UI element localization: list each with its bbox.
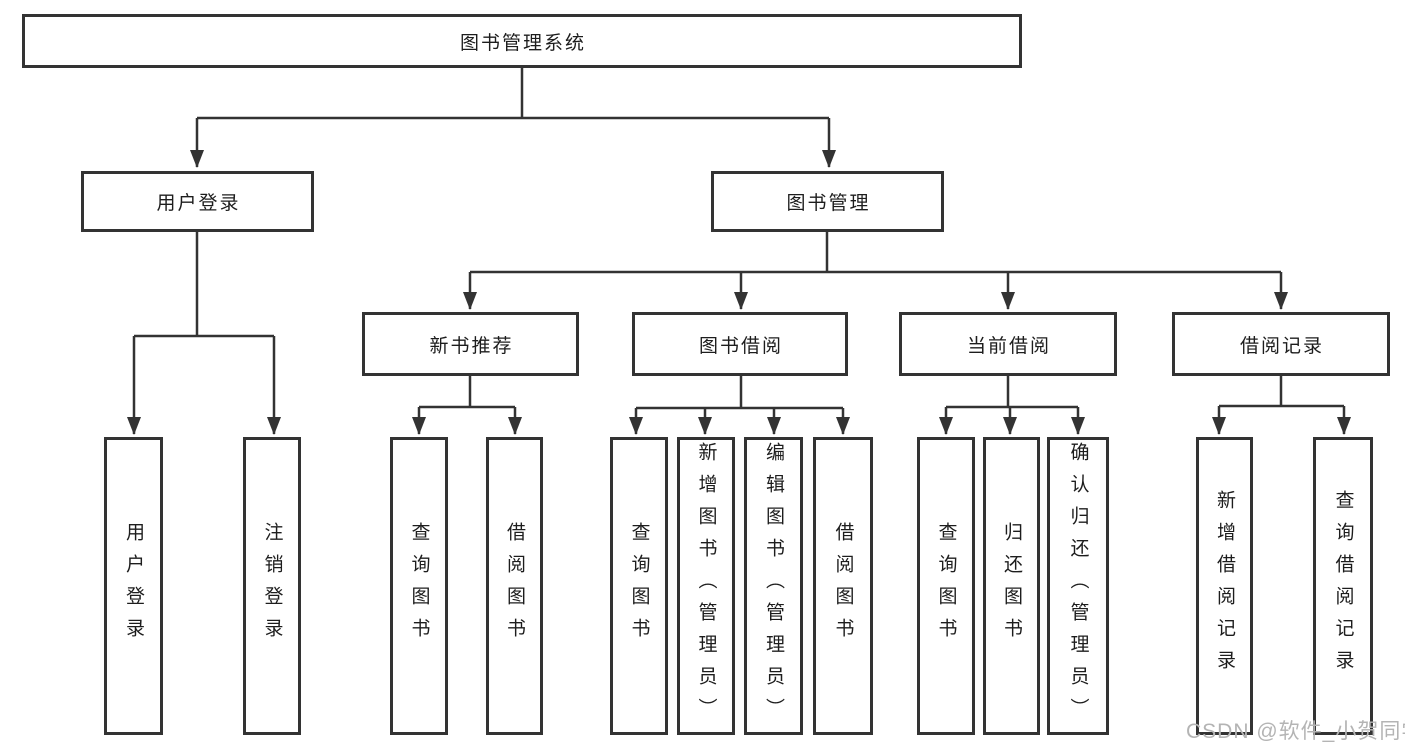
leaf-cb-query-books: 查询图书 [917, 437, 975, 735]
leaf-label: 借阅图书 [832, 522, 854, 650]
leaf-label: 归还图书 [1001, 522, 1022, 650]
node-user-login: 用户登录 [81, 171, 314, 232]
leaf-label: 查询图书 [935, 522, 957, 650]
connector-new-book-recommend-children [419, 376, 515, 409]
leaf-label: 编辑图书（管理员） [763, 442, 784, 730]
leaf-label: 确认归还（管理员） [1067, 442, 1089, 730]
node-book-management: 图书管理 [711, 171, 944, 232]
node-label: 图书借阅 [698, 335, 783, 357]
leaf-br-add-borrow-record: 新增借阅记录 [1196, 437, 1253, 735]
leaf-nbr-query-books: 查询图书 [390, 437, 448, 735]
leaf-label: 查询借阅记录 [1332, 490, 1354, 682]
connector-root-to-level2 [197, 68, 829, 120]
leaf-cb-return-books: 归还图书 [983, 437, 1040, 735]
csdn-watermark: CSDN @软件_小贺同学 [1186, 720, 1405, 743]
node-label: 新书推荐 [429, 335, 514, 357]
connector-current-borrow-children [946, 376, 1078, 409]
leaf-bb-query-books: 查询图书 [610, 437, 668, 735]
connector-book-borrow-children [636, 376, 843, 410]
leaf-bb-edit-books-admin: 编辑图书（管理员） [744, 437, 803, 735]
node-book-borrow: 图书借阅 [632, 312, 848, 376]
leaf-bb-add-books-admin: 新增图书（管理员） [677, 437, 735, 735]
leaf-br-query-borrow-record: 查询借阅记录 [1313, 437, 1373, 735]
node-book-management-system: 图书管理系统 [22, 14, 1022, 68]
node-label: 图书管理系统 [459, 32, 586, 54]
node-borrow-records: 借阅记录 [1172, 312, 1390, 376]
leaf-label: 借阅图书 [504, 522, 525, 650]
leaf-user-login: 用户登录 [104, 437, 163, 735]
leaf-label: 注销登录 [261, 522, 283, 650]
connector-borrow-records-children [1219, 376, 1344, 408]
leaf-label: 查询图书 [628, 522, 650, 650]
leaf-label: 用户登录 [123, 522, 144, 650]
node-new-book-recommend: 新书推荐 [362, 312, 579, 376]
leaf-bb-borrow-books: 借阅图书 [813, 437, 873, 735]
leaf-label: 查询图书 [408, 522, 430, 650]
node-label: 借阅记录 [1239, 335, 1324, 357]
leaf-label: 新增图书（管理员） [695, 442, 717, 730]
node-label: 当前借阅 [966, 335, 1051, 357]
leaf-cb-confirm-return-admin: 确认归还（管理员） [1047, 437, 1109, 735]
connector-user-login-children [134, 232, 274, 338]
node-label: 用户登录 [156, 193, 241, 214]
leaf-logout: 注销登录 [243, 437, 301, 735]
node-current-borrow: 当前借阅 [899, 312, 1117, 376]
leaf-label: 新增借阅记录 [1214, 490, 1235, 682]
node-label: 图书管理 [786, 193, 871, 214]
connector-book-management-children [470, 232, 1281, 274]
leaf-nbr-borrow-books: 借阅图书 [486, 437, 543, 735]
